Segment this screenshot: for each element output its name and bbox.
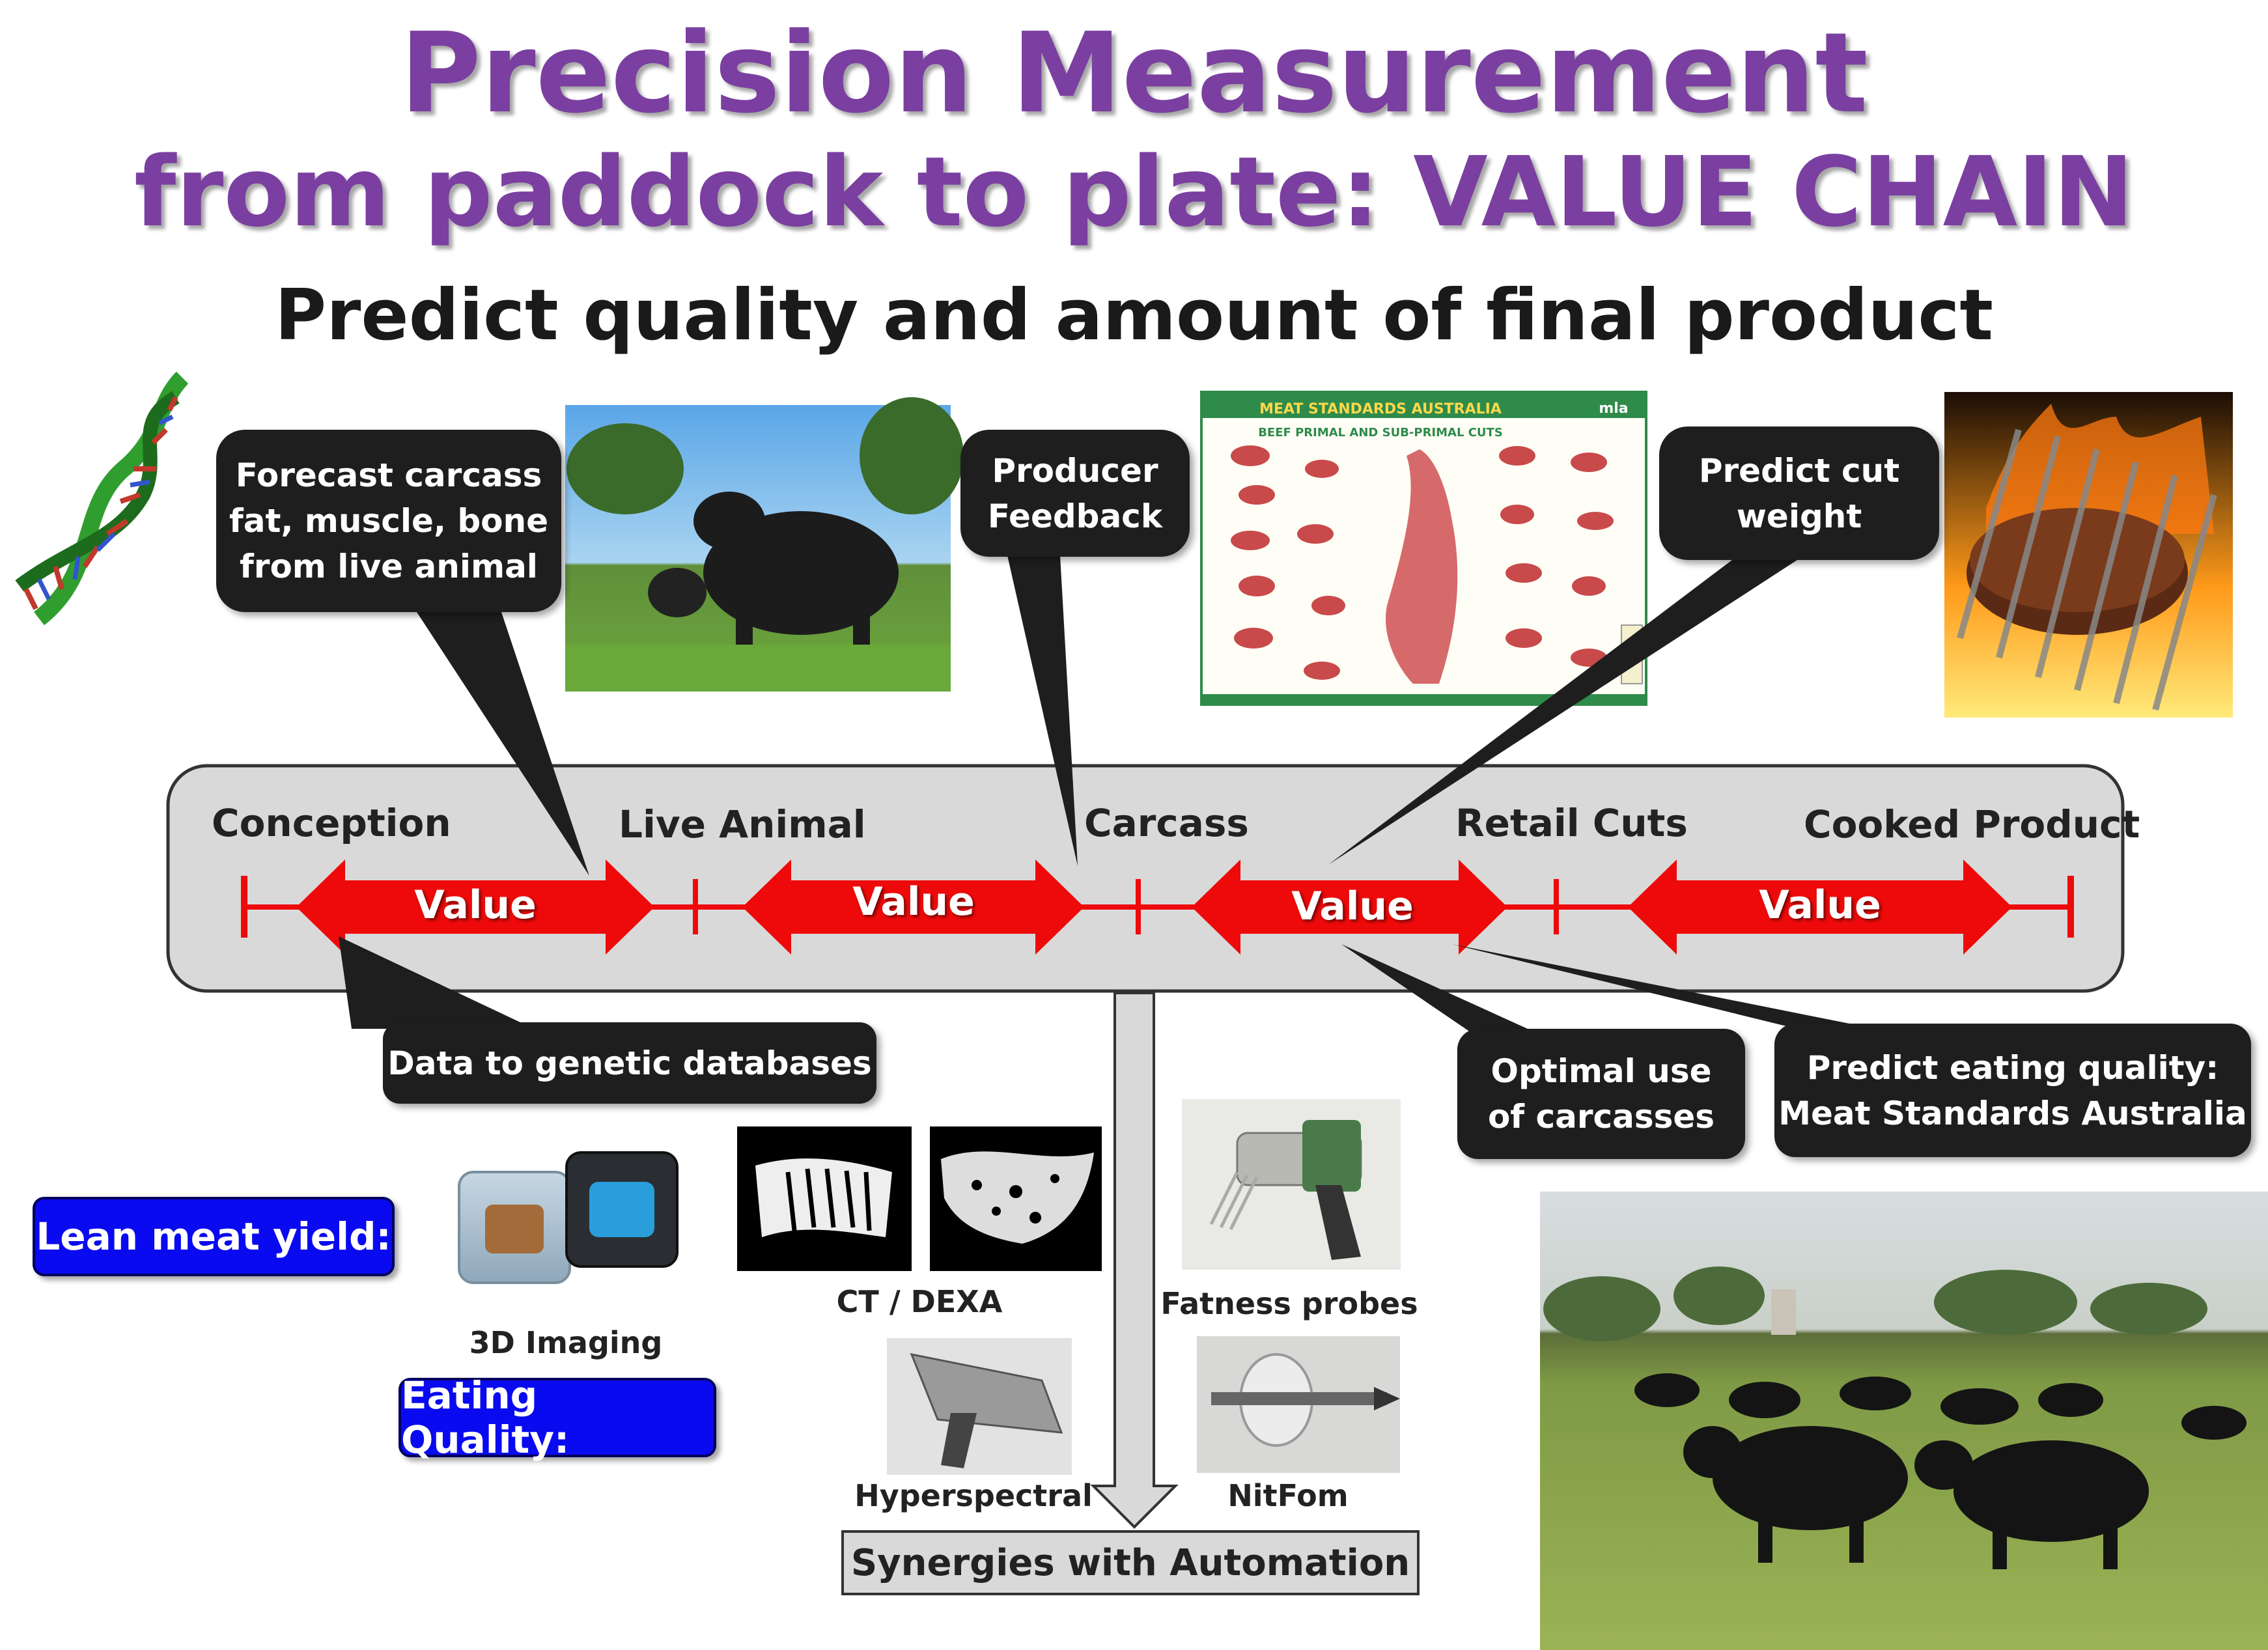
value-label-1: Value [414,882,537,928]
callout-pointers [339,521,1875,1042]
msa-beef-cuts-chart: MEAT STANDARDS AUSTRALIA BEEF PRIMAL AND… [1200,391,1647,706]
value-chain-bar [166,764,2125,993]
stage-live-animal: Live Animal [619,802,866,846]
value-arrows [296,860,2012,955]
value-arrow-1 [296,860,654,955]
caption-nitfom: NitFom [1227,1478,1349,1513]
stage-cooked-product: Cooked Product [1804,802,2140,846]
value-arrow-3 [1192,860,1507,955]
value-label-2: Value [852,879,975,925]
value-label-3: Value [1291,884,1414,929]
value-arrow-2 [742,860,1084,955]
stage-conception: Conception [212,801,451,845]
value-arrow-4 [1628,860,2012,955]
page-title: Precision Measurement [400,9,1868,138]
hyperspectral-device-photo [887,1338,1072,1475]
ct-dexa-scan-images [737,1126,1102,1271]
caption-hyperspectral: Hyperspectral [854,1478,1093,1513]
grazing-herd-photo [1540,1192,2268,1650]
eating-quality-button[interactable]: Eating Quality: [399,1373,716,1462]
page-subtitle: Predict quality and amount of final prod… [274,275,1994,356]
page-title-line-2: from paddock to plate: VALUE CHAIN [134,136,2134,248]
down-arrow [1090,992,1179,1529]
lean-meat-yield-button[interactable]: Lean meat yield: [33,1197,395,1276]
callout-predict-eating-quality: Predict eating quality:Meat Standards Au… [1774,1024,2251,1157]
stage-retail-cuts: Retail Cuts [1455,801,1688,845]
stage-carcass: Carcass [1084,801,1249,845]
3d-imaging-photo [427,1128,705,1307]
dna-helix-image [15,371,189,626]
caption-fatness-probes: Fatness probes [1160,1286,1418,1321]
steak-grill-photo [1944,392,2233,718]
msa-chart-header: MEAT STANDARDS AUSTRALIA [1259,401,1502,417]
cow-photo [565,397,964,692]
value-label-4: Value [1759,882,1881,928]
fatness-probe-photo [1182,1099,1401,1270]
nitfom-probe-photo [1197,1336,1400,1473]
mla-logo: mla [1599,400,1628,417]
synergies-with-automation-box: Synergies with Automation [841,1530,1420,1595]
caption-ct-dexa: CT / DEXA [836,1284,1003,1319]
callout-genetic-databases: Data to genetic databases [383,1022,876,1104]
msa-chart-subheader: BEEF PRIMAL AND SUB-PRIMAL CUTS [1258,426,1503,440]
caption-3d-imaging: 3D Imaging [469,1325,663,1360]
